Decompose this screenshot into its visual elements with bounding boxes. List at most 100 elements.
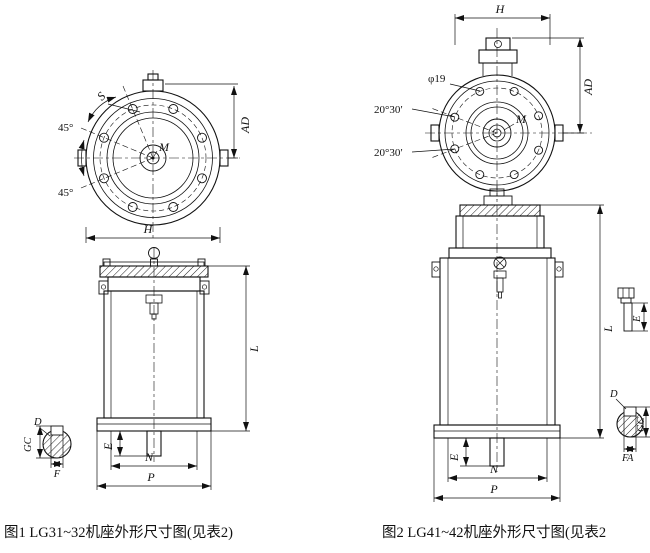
dim-p — [96, 431, 212, 490]
spigot-circle — [106, 111, 200, 205]
angle-leader-upper — [411, 108, 456, 118]
dim-fa — [623, 416, 637, 452]
hub-circle — [482, 118, 512, 148]
lug-hole-left — [100, 284, 107, 290]
angle-leader-lower — [411, 148, 456, 153]
terminal-box-hole — [494, 40, 502, 48]
spigot-inner-circle — [112, 117, 194, 199]
dim-label-fa: FA — [621, 453, 634, 464]
left-lug — [430, 124, 440, 142]
angle-arc-upper — [87, 96, 117, 123]
box-cap-step — [483, 195, 513, 206]
angle-label-lower: 45° — [58, 187, 73, 199]
flange-inner-circle — [444, 80, 550, 186]
figure2-caption: 图2 LG41~42机座外形尺寸图(见表2 — [382, 525, 607, 541]
dim-label-d: D — [33, 417, 42, 428]
dim-e — [434, 437, 490, 467]
dim-l — [208, 265, 250, 432]
bolt-head — [617, 287, 635, 299]
dim-f — [50, 435, 64, 468]
keyway — [50, 425, 64, 436]
lug-hole-right — [201, 284, 208, 290]
figure2: 20°30′ 20°30′ φ19 M H AD — [374, 2, 650, 502]
output-shaft — [489, 437, 505, 467]
dim-label-m: M — [515, 112, 527, 126]
dim-n — [447, 438, 548, 482]
dim-n — [110, 431, 198, 470]
dim-label-e: E — [101, 442, 115, 451]
lug-hole-right — [556, 266, 562, 272]
dim-label-l: L — [247, 345, 261, 353]
figure1-caption: 图1 LG31~32机座外形尺寸图(见表2) — [4, 525, 233, 541]
keyway — [623, 406, 637, 417]
eyebolt-ring — [148, 247, 160, 259]
figure2-side-detail: E — [617, 287, 648, 332]
dim-label-h: H — [495, 2, 506, 16]
hub-circle — [139, 144, 167, 172]
top-lug-step — [147, 73, 159, 81]
bolt-circle — [451, 87, 543, 179]
box-flange — [448, 247, 552, 259]
dim-gc — [630, 406, 650, 438]
bolt-holes — [450, 86, 544, 180]
dim-p — [433, 438, 561, 502]
dim-label-p: P — [489, 482, 498, 496]
m-leader-line — [503, 123, 515, 131]
angle-label-upper: 45° — [58, 122, 73, 134]
top-plate-hatched — [99, 265, 209, 278]
dim-label-m: M — [158, 140, 170, 154]
eyebolt-cross — [495, 258, 505, 268]
phi19-label: φ19 — [428, 73, 446, 85]
flange-inner-circle — [93, 98, 213, 218]
figure2-front-view: L E N P — [431, 186, 615, 502]
angle-construction-lines — [430, 107, 498, 159]
s-leader-line — [107, 103, 141, 113]
box-cap-hatched — [459, 204, 541, 217]
output-shaft — [146, 430, 162, 457]
bolt-holes — [99, 104, 207, 212]
spigot-circle — [465, 101, 529, 165]
terminal-box — [455, 215, 545, 249]
figure1-front-view: L E N P — [96, 247, 261, 490]
center-bore — [492, 128, 502, 138]
lug-hole-left — [433, 266, 439, 272]
spigot-inner-circle — [470, 106, 524, 160]
internal-shaft-detail — [145, 294, 163, 320]
dim-h — [85, 227, 221, 243]
dim-gc — [36, 425, 57, 459]
dim-label-gc: GC — [23, 436, 34, 452]
dim-label-d: D — [609, 389, 618, 400]
dim-label-s: S — [94, 89, 108, 103]
shaft-circle — [146, 151, 160, 165]
figure2-top-view: 20°30′ 20°30′ φ19 M H AD — [374, 2, 595, 200]
lug-left — [431, 261, 441, 278]
motor-body — [439, 257, 556, 426]
m-leader-line — [152, 150, 158, 159]
bolt-circle — [99, 104, 207, 212]
terminal-box-base — [478, 49, 518, 64]
terminal-box-top — [485, 37, 511, 51]
internal-shaft-detail — [493, 270, 507, 299]
bolt-shank — [623, 302, 633, 332]
dim-label-e: E — [632, 315, 643, 323]
dim-label-ad: AD — [581, 79, 595, 96]
dim-l — [540, 204, 604, 439]
angle-arc-lower — [78, 139, 85, 177]
dim-ad — [512, 37, 584, 134]
dim-e — [632, 302, 648, 332]
angle-label-upper: 20°30′ — [374, 104, 403, 116]
phi-leader-line — [449, 83, 481, 92]
dim-label-n: N — [144, 450, 154, 464]
figure1-top-view: S 45° 45° M AD H — [58, 70, 252, 243]
angle-label-lower: 20°30′ — [374, 147, 403, 159]
figure2-shaft-detail: D GC FA — [609, 389, 650, 464]
dim-label-l: L — [601, 325, 615, 333]
dim-label-e: E — [447, 453, 461, 462]
eyebolt-ring — [493, 256, 507, 270]
dim-label-h: H — [143, 222, 154, 236]
lug-right — [554, 261, 564, 278]
d-leader-line — [615, 398, 627, 410]
figure1-shaft-detail: D GC F — [23, 417, 72, 480]
dim-label-n: N — [489, 462, 499, 476]
